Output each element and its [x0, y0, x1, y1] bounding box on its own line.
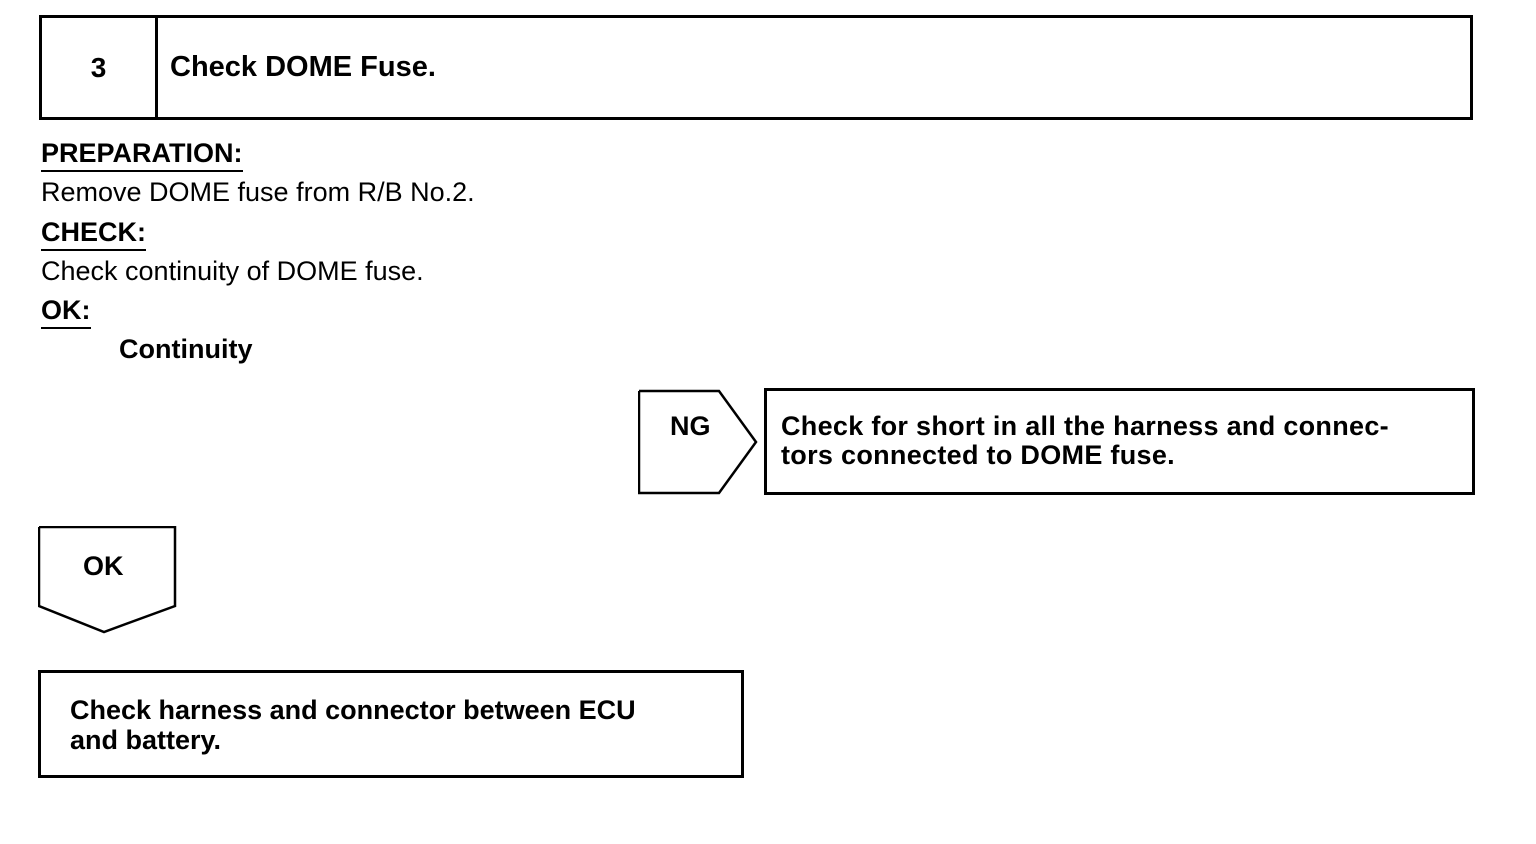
ok-arrow-shape	[38, 526, 177, 634]
step-title: Check DOME Fuse.	[170, 51, 436, 83]
ng-arrow-shape	[638, 389, 758, 495]
step-number: 3	[42, 18, 158, 117]
next-step-line1: Check harness and connector between ECU	[70, 695, 636, 725]
next-step-line2: and battery.	[70, 725, 222, 755]
ok-label: OK	[83, 551, 124, 581]
ng-action-line1: Check for short in all the harness and c…	[781, 411, 1389, 441]
check-heading: CHECK:	[41, 217, 146, 251]
preparation-text: Remove DOME fuse from R/B No.2.	[41, 177, 475, 207]
ok-heading: OK:	[41, 295, 91, 329]
next-step-box: Check harness and connector between ECU …	[38, 670, 744, 778]
check-text: Check continuity of DOME fuse.	[41, 256, 424, 286]
ng-action-box: Check for short in all the harness and c…	[764, 388, 1475, 495]
ng-action-line2: tors connected to DOME fuse.	[781, 440, 1175, 470]
ng-label: NG	[670, 411, 711, 441]
preparation-heading: PREPARATION:	[41, 138, 243, 172]
step-header: 3 Check DOME Fuse.	[39, 15, 1473, 120]
ok-criterion: Continuity	[119, 334, 253, 364]
